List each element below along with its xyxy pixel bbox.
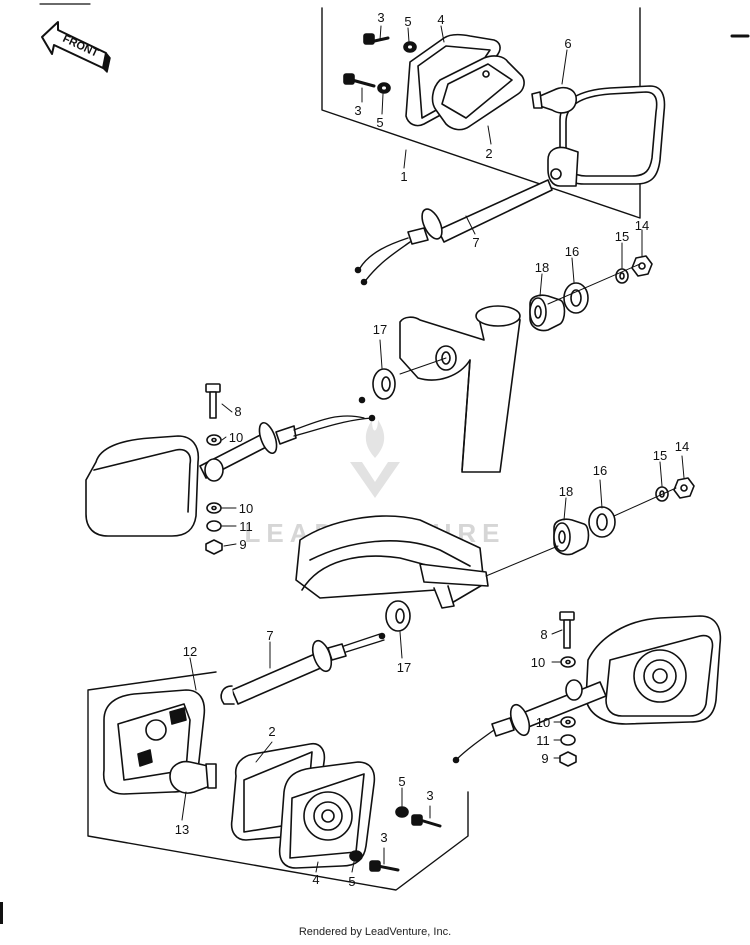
callout-17: 17 [373, 322, 387, 337]
callout-3: 3 [354, 103, 361, 118]
washer-10-left-a [206, 434, 222, 446]
callout-13: 13 [175, 822, 189, 837]
stem-7-upper [354, 179, 553, 286]
callout-3: 3 [377, 10, 384, 25]
grommet-17-lower [385, 600, 411, 632]
callout-3: 3 [426, 788, 433, 803]
upper-turn-signal-lamp [547, 85, 666, 187]
leader-lines [181, 25, 685, 873]
left-turn-signal-lamp [85, 396, 376, 537]
screw-3-upper-b [343, 73, 376, 88]
washer-5-lower-b [349, 850, 363, 862]
bulb-6 [531, 86, 577, 114]
callout-5: 5 [376, 115, 383, 130]
callout-2: 2 [268, 724, 275, 739]
screw-3-lower-b [369, 860, 400, 872]
callout-9: 9 [541, 751, 548, 766]
callout-8: 8 [540, 627, 547, 642]
callout-9: 9 [239, 537, 246, 552]
crop-mark-left [0, 902, 3, 924]
screw-3-lower-a [411, 814, 442, 828]
callout-16: 16 [565, 244, 579, 259]
callout-5: 5 [348, 874, 355, 889]
lower-assembly-outline [87, 671, 469, 891]
nut-9-left [205, 539, 223, 555]
callout-16: 16 [593, 463, 607, 478]
screw-3-upper-a [363, 33, 390, 45]
bolt-8-right [559, 611, 575, 649]
callout-4: 4 [312, 872, 319, 887]
callout-15: 15 [653, 448, 667, 463]
callout-8: 8 [234, 404, 241, 419]
grommet-17-upper [372, 368, 396, 400]
lockwasher-11-right [560, 734, 576, 746]
footer-credit: Rendered by LeadVenture, Inc. [298, 926, 452, 938]
frame-member [295, 515, 489, 609]
callout-10: 10 [229, 430, 243, 445]
nut-14-lower [673, 477, 695, 499]
callout-10: 10 [239, 501, 253, 516]
callout-7: 7 [472, 235, 479, 250]
washer-10-right-b [560, 716, 576, 728]
callout-18: 18 [559, 484, 573, 499]
grommet-16-upper [563, 282, 589, 314]
callout-3: 3 [380, 830, 387, 845]
callout-15: 15 [615, 229, 629, 244]
nut-14-upper [631, 255, 653, 277]
callout-18: 18 [535, 260, 549, 275]
washer-5-upper-b [377, 82, 391, 94]
grommet-16-lower [588, 506, 616, 538]
washer-10-left-b [206, 502, 222, 514]
gasket-2-upper [431, 55, 525, 131]
callout-14: 14 [635, 218, 649, 233]
callout-17: 17 [397, 660, 411, 675]
callout-6: 6 [564, 36, 571, 51]
callout-7: 7 [266, 628, 273, 643]
callout-10: 10 [531, 655, 545, 670]
callout-11: 11 [536, 733, 550, 748]
front-arrow-icon: FRONT [41, 21, 111, 73]
lens-4-lower [278, 761, 376, 869]
stem-7-lower [220, 632, 386, 705]
callout-12: 12 [183, 644, 197, 659]
bushing-18-lower [553, 518, 590, 556]
callout-2: 2 [485, 146, 492, 161]
callout-labels: 3 5 4 6 3 5 2 1 7 18 16 15 14 17 8 10 10… [175, 10, 689, 889]
washer-5-lower-a [395, 806, 409, 818]
callout-11: 11 [239, 519, 253, 534]
callout-5: 5 [398, 774, 405, 789]
callout-10: 10 [536, 715, 550, 730]
lockwasher-11-left [206, 520, 222, 532]
bushing-18-upper [529, 294, 566, 332]
callout-4: 4 [437, 12, 444, 27]
washer-10-right-a [560, 656, 576, 668]
nut-9-right [559, 751, 577, 767]
bulb-13 [169, 760, 217, 794]
callout-14: 14 [675, 439, 689, 454]
headlight-bracket [399, 305, 521, 473]
right-turn-signal-lamp [452, 615, 722, 764]
callout-5: 5 [404, 14, 411, 29]
washer-5-upper-a [403, 41, 417, 53]
callout-1: 1 [400, 169, 407, 184]
washer-15-upper [615, 268, 629, 284]
bolt-8-left [205, 383, 221, 419]
